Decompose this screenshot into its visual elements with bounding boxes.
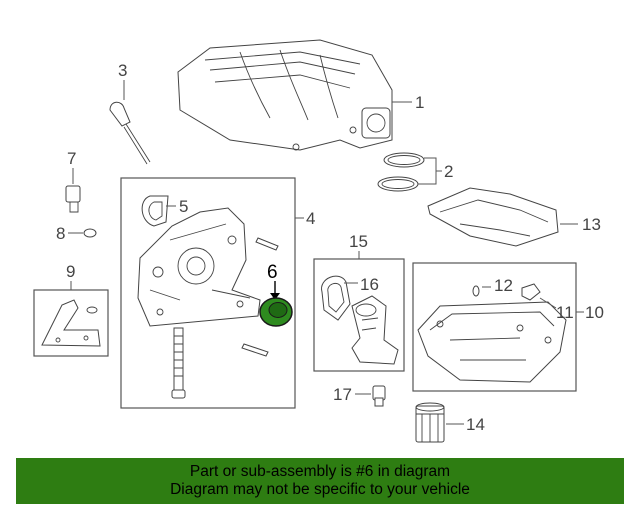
part-9-group-box bbox=[33, 289, 109, 357]
oil-seal-part-highlighted[interactable] bbox=[259, 297, 293, 327]
callout-11: 11 bbox=[556, 303, 574, 322]
part-10-group-box bbox=[412, 262, 577, 392]
dipstick-part[interactable] bbox=[109, 101, 151, 165]
callout-6: 6 bbox=[267, 262, 278, 283]
banner-line-2: Diagram may not be specific to your vehi… bbox=[170, 481, 470, 498]
part-15-group-box bbox=[313, 258, 405, 372]
oil-filter-part[interactable] bbox=[415, 402, 445, 443]
oil-pressure-sensor-part[interactable] bbox=[65, 185, 81, 213]
banner-line-1: Part or sub-assembly is #6 in diagram bbox=[189, 463, 451, 480]
callout-10: 10 bbox=[585, 303, 604, 322]
strainer-pipe-part[interactable] bbox=[171, 327, 186, 399]
gasket-part-16[interactable] bbox=[321, 275, 351, 321]
bracket-part[interactable] bbox=[41, 299, 101, 347]
callout-9: 9 bbox=[66, 262, 75, 281]
footer-banner: Part or sub-assembly is #6 in diagram Di… bbox=[16, 458, 624, 504]
oil-filter-housing-part[interactable] bbox=[351, 295, 399, 365]
oil-pump-part[interactable] bbox=[137, 207, 261, 327]
callout-7: 7 bbox=[67, 149, 76, 168]
callout-8: 8 bbox=[56, 224, 65, 243]
callout-16: 16 bbox=[360, 275, 379, 294]
drain-bolt-part[interactable] bbox=[521, 283, 541, 301]
drain-washer-part[interactable] bbox=[472, 285, 480, 297]
fitting-part[interactable] bbox=[372, 385, 386, 407]
callout-2: 2 bbox=[444, 162, 453, 181]
callout-14: 14 bbox=[466, 415, 485, 434]
part-4-group-box bbox=[120, 177, 296, 409]
callout-3: 3 bbox=[118, 61, 127, 80]
callout-17: 17 bbox=[333, 385, 352, 404]
callout-13: 13 bbox=[582, 215, 601, 234]
baffle-plate-part[interactable] bbox=[427, 187, 559, 247]
gasket-o-ring-part-5[interactable] bbox=[141, 195, 169, 227]
washer-part[interactable] bbox=[83, 228, 97, 238]
callout-1: 1 bbox=[415, 93, 424, 112]
gasket-part[interactable] bbox=[377, 152, 425, 192]
stud-bolt-part[interactable] bbox=[241, 237, 279, 357]
oil-pan-part[interactable] bbox=[417, 301, 567, 383]
callout-15: 15 bbox=[349, 232, 368, 251]
callout-12: 12 bbox=[494, 276, 513, 295]
callout-5: 5 bbox=[179, 197, 188, 216]
parts-diagram: 1 2 3 7 8 9 4 bbox=[33, 39, 604, 443]
intake-manifold-part[interactable] bbox=[177, 39, 393, 151]
callout-4: 4 bbox=[306, 209, 315, 228]
